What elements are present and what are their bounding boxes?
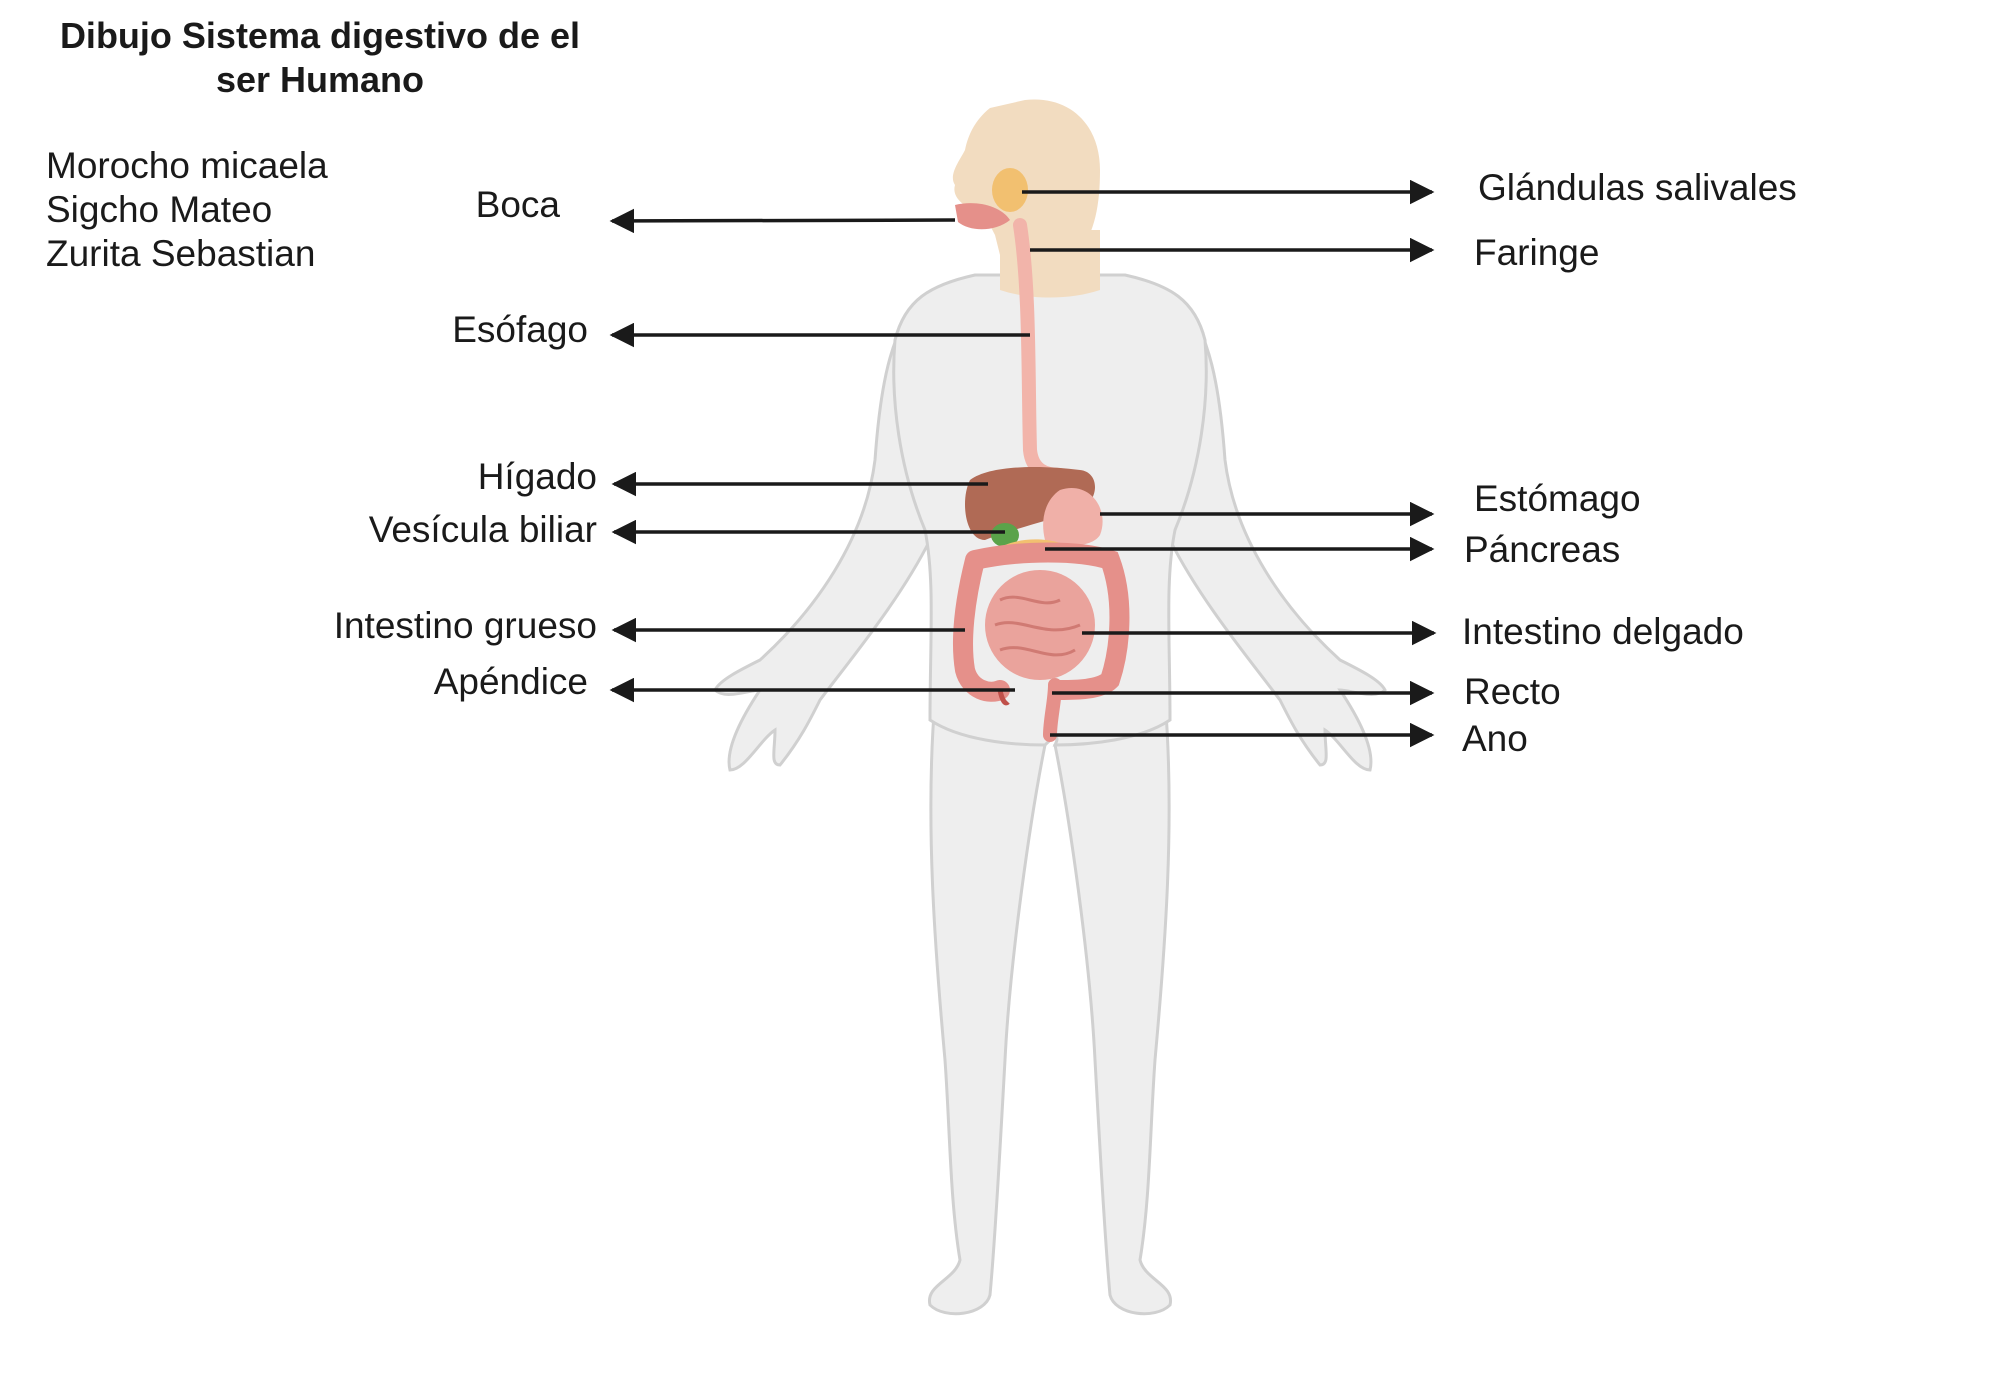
author-list: Morocho micaela Sigcho Mateo Zurita Seba… [46,144,328,276]
label-vesicula-biliar: Vesícula biliar [368,509,597,550]
left-arrows [609,208,1030,703]
label-boca: Boca [475,184,560,225]
liver [965,467,1095,540]
title-line-2: ser Humano [215,59,425,100]
stomach [1043,488,1103,545]
label-glandulas-salivales: Glándulas salivales [1478,167,1797,208]
author-name: Morocho micaela [46,145,328,186]
arrow-boca [609,208,956,234]
label-estomago: Estómago [1474,478,1641,519]
rectum [1043,678,1062,742]
gallbladder [991,523,1019,547]
title-line-1: Dibujo Sistema digestivo de el [59,15,581,56]
label-pancreas: Páncreas [1464,529,1621,570]
label-higado: Hígado [477,456,597,497]
page-title: Dibujo Sistema digestivo de el ser Human… [20,14,620,102]
right-arrows [1022,179,1437,748]
author-name: Zurita Sebastian [46,233,316,274]
label-ano: Ano [1462,718,1528,759]
label-intestino-delgado: Intestino delgado [1462,611,1744,652]
label-recto: Recto [1464,671,1561,712]
label-esofago: Esófago [452,309,588,350]
salivary-gland [992,168,1028,212]
digestive-organs [953,168,1130,742]
label-intestino-grueso: Intestino grueso [333,605,597,646]
author-name: Sigcho Mateo [46,189,273,230]
mouth [955,203,1010,230]
label-faringe: Faringe [1474,232,1600,273]
small-intestine-folds [994,595,1081,657]
appendix [997,689,1010,706]
label-apendice: Apéndice [433,661,588,702]
